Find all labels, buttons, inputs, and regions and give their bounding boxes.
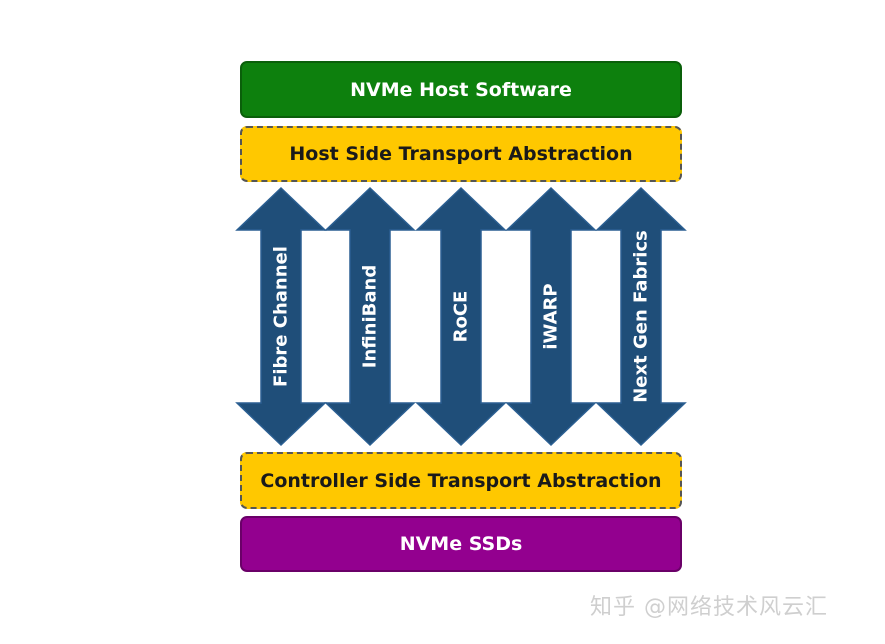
arrow-iwarp	[505, 186, 597, 447]
arrow-label-infiniband: InfiniBand	[360, 265, 381, 368]
arrow-roce	[415, 186, 507, 447]
controller-side-transport-abstraction-label: Controller Side Transport Abstraction	[260, 469, 662, 492]
host-side-transport-abstraction-label: Host Side Transport Abstraction	[289, 143, 633, 165]
nvme-ssds-label: NVMe SSDs	[399, 533, 523, 555]
nvme-ssds-layer: NVMe SSDs	[240, 516, 682, 572]
nvme-host-software-label: NVMe Host Software	[350, 78, 572, 101]
arrow-next-gen-fabrics	[595, 186, 687, 447]
watermark-text: 知乎 @网络技术风云汇	[590, 595, 828, 620]
arrow-label-next-gen-fabrics: Next Gen Fabrics	[631, 230, 652, 403]
arrow-infiniband	[324, 186, 416, 447]
nvme-host-software-layer: NVMe Host Software	[240, 61, 682, 118]
arrow-label-iwarp: iWARP	[541, 283, 562, 349]
arrow-label-fibre-channel: Fibre Channel	[271, 246, 292, 387]
host-side-transport-abstraction-layer: Host Side Transport Abstraction	[240, 126, 682, 182]
arrow-fibre-channel	[235, 186, 327, 447]
arrow-label-roce: RoCE	[451, 291, 472, 343]
controller-side-transport-abstraction-layer: Controller Side Transport Abstraction	[240, 452, 682, 509]
